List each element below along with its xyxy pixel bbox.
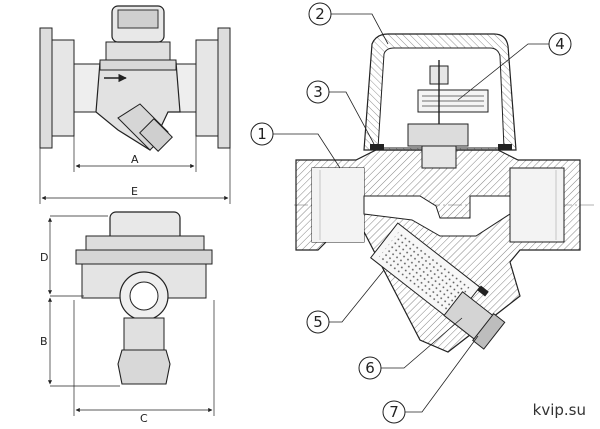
- callouts: 1 2 3 4 5 6 7: [250, 2, 572, 424]
- watermark: kvip.su: [532, 401, 586, 419]
- callout-5: 5: [313, 313, 323, 331]
- section-view: [294, 33, 594, 353]
- callout-2: 2: [315, 5, 325, 23]
- callout-7: 7: [389, 403, 399, 421]
- callout-3: 3: [313, 83, 323, 101]
- dim-d-label: D: [40, 251, 48, 264]
- dim-a-label: A: [131, 153, 139, 166]
- dim-e-label: E: [131, 185, 138, 198]
- callout-1: 1: [257, 125, 267, 143]
- dim-b-label: B: [40, 335, 48, 348]
- front-view: A E: [39, 5, 231, 204]
- callout-4: 4: [555, 35, 565, 53]
- side-view: D B C: [40, 211, 215, 425]
- callout-6: 6: [365, 359, 375, 377]
- dim-c-label: C: [140, 412, 148, 425]
